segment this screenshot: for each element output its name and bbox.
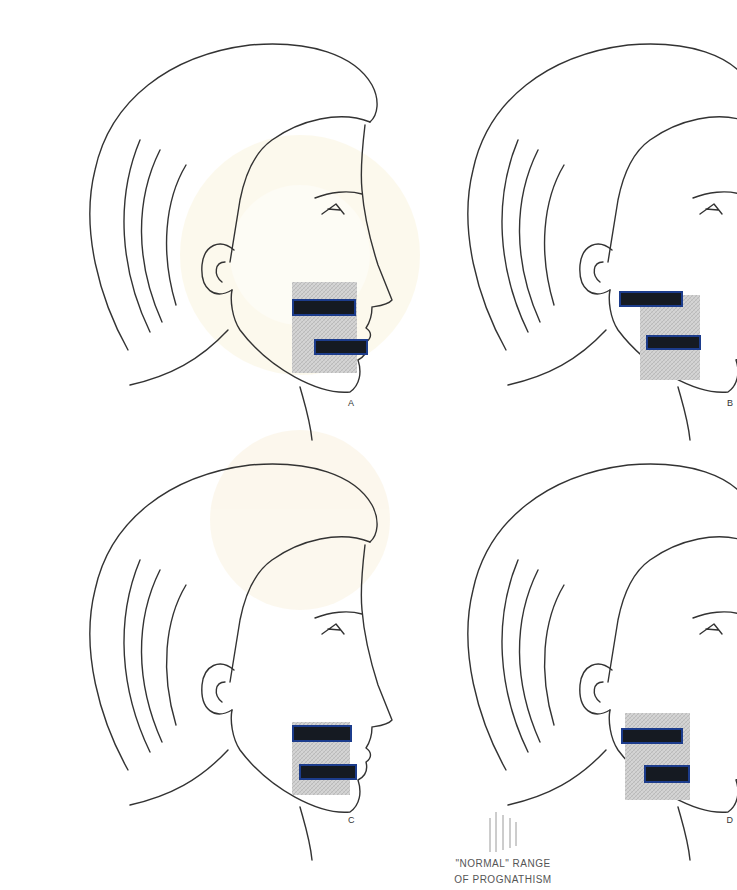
mandible-bar (647, 336, 700, 349)
mandible-bar (315, 340, 367, 354)
head-profile (468, 464, 737, 860)
maxilla-bar (293, 300, 355, 315)
range-scale (490, 812, 516, 852)
maxilla-bar (622, 729, 682, 743)
shaded-range (640, 295, 700, 380)
watermark (180, 135, 420, 610)
panel-letter: C (348, 815, 355, 826)
head-profile (468, 44, 737, 440)
shaded-range (292, 722, 350, 795)
panel-letter: B (727, 398, 733, 409)
mandible-bar (645, 766, 689, 782)
head-profile (90, 464, 392, 860)
head-profile (90, 44, 392, 440)
panel-letter: D (727, 815, 734, 826)
maxilla-bar (620, 292, 682, 306)
shaded-range (292, 282, 357, 373)
shaded-range (625, 713, 690, 800)
caption-note: "NORMAL" RANGE OF PROGNATHISM (448, 856, 558, 888)
panel-letter: A (348, 398, 354, 409)
maxilla-bar (293, 726, 351, 741)
mandible-bar (300, 765, 356, 779)
